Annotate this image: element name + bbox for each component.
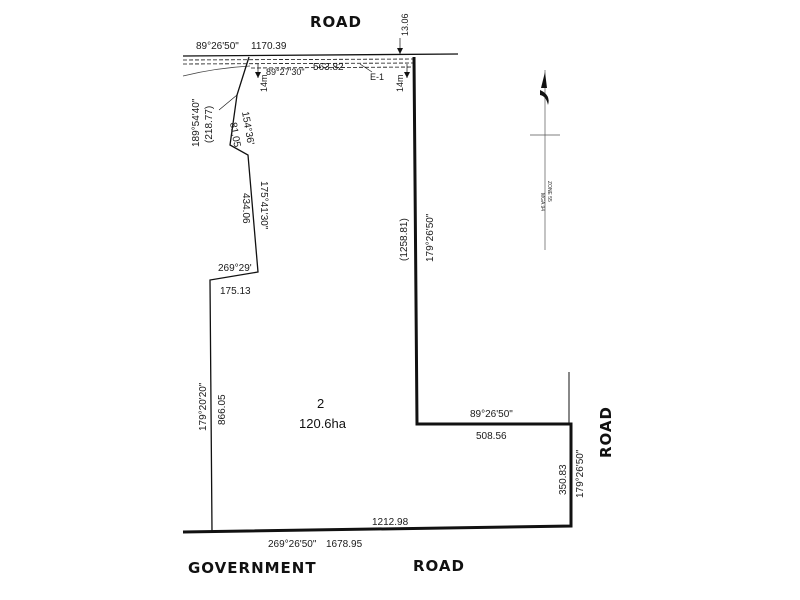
arc-distance: (218.77) [204, 106, 215, 143]
seg-distance-2: 434.06 [240, 193, 251, 224]
easement-distance: 563.82 [313, 62, 344, 73]
datum-label: MGA 94 [539, 193, 545, 211]
north-arrow-icon [540, 72, 549, 105]
lot-number: 2 [317, 396, 324, 411]
arrow-head-icon [255, 72, 261, 78]
south-east-distance: 350.83 [558, 464, 569, 495]
easement-bearing: 89°27'30" [266, 67, 305, 77]
offset-top: 13.06 [400, 13, 410, 36]
south-east-bearing: 179°26'50" [575, 449, 586, 498]
left-bearing: 179°20'20" [198, 382, 209, 431]
lot-area: 120.6ha [299, 416, 347, 431]
easement-line [182, 58, 415, 61]
lot-boundary [182, 56, 573, 534]
top-bearing: 89°26'50" [196, 41, 239, 52]
road-label-top: ROAD [310, 13, 362, 31]
inner-bearing: 89°26'50" [470, 409, 513, 420]
easement-tag: E-1 [370, 72, 384, 82]
step-distance: 175.13 [220, 286, 251, 297]
east-bearing: 179°26'50" [425, 213, 436, 262]
arrow-head-icon [404, 72, 410, 78]
bottom-distance: 1678.95 [326, 539, 363, 550]
left-distance: 866.05 [217, 394, 228, 425]
width-left: 14m [259, 74, 269, 92]
easement-line [250, 66, 415, 69]
zone-label: ZONE 55 [546, 181, 552, 202]
road-label-government: GOVERNMENT [188, 559, 317, 577]
road-label-right: ROAD [597, 406, 615, 458]
easement-leader [359, 63, 373, 73]
top-road-boundary [182, 53, 459, 57]
east-distance: (1258.81) [399, 218, 410, 261]
seg-bearing-2: 175°41'30" [258, 181, 269, 230]
arrow-head-icon [397, 48, 403, 54]
arc-leader [218, 94, 238, 111]
bottom-distance-right: 1212.98 [372, 517, 409, 528]
arc-line [182, 65, 251, 77]
step-bearing: 269°29' [218, 263, 252, 274]
road-label-bottom: ROAD [413, 557, 465, 575]
easement-line [182, 62, 415, 65]
arc-bearing: 189°54'40" [191, 98, 202, 147]
inner-distance: 508.56 [476, 431, 507, 442]
top-distance: 1170.39 [251, 41, 287, 52]
seg-distance-1: 81.05 [227, 122, 242, 149]
width-right: 14m [395, 74, 405, 92]
bottom-bearing: 269°26'50" [268, 539, 317, 550]
